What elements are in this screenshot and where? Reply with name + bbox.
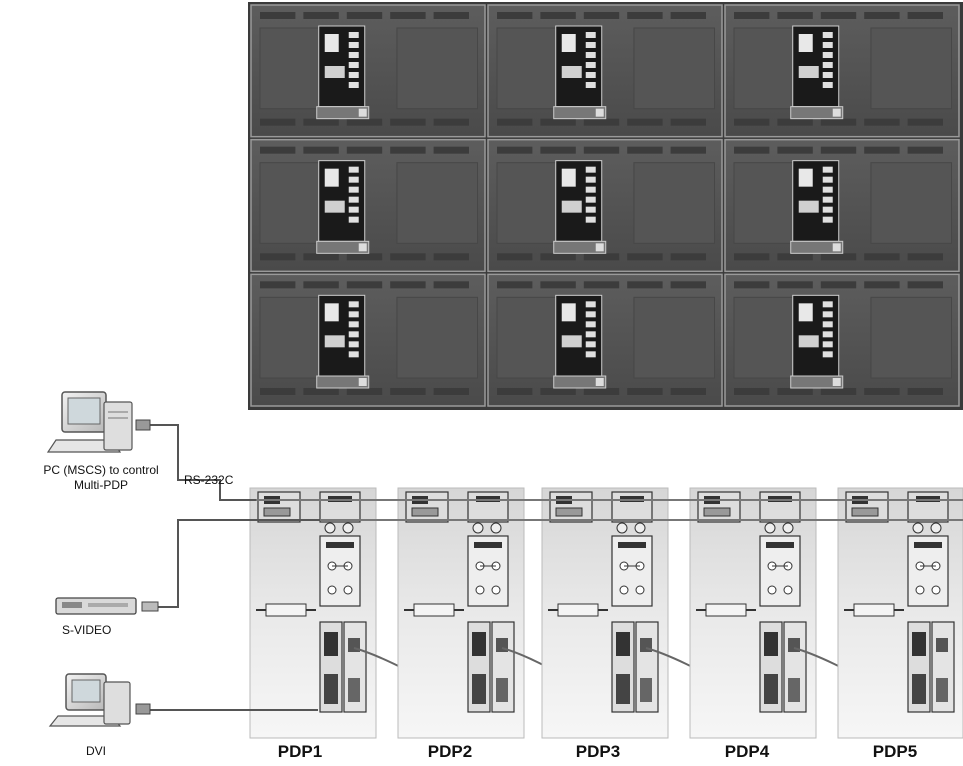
pdp-rear-panel <box>397 487 621 739</box>
wall-panel <box>724 273 960 407</box>
pdp-label-5: PDP5 <box>872 742 918 761</box>
wall-panel <box>724 138 960 273</box>
rs232c-cable <box>150 424 256 501</box>
dvi-label: DVI <box>86 744 107 758</box>
wall-panel <box>487 4 723 138</box>
pdp-label-2: PDP2 <box>427 742 473 761</box>
svideo-cable <box>158 519 320 608</box>
pdp-rear-panel <box>689 487 917 739</box>
wall-panel <box>250 273 486 407</box>
pdp-label-1: PDP1 <box>277 742 323 761</box>
wall-panel <box>250 138 486 273</box>
pdp-label-3: PDP3 <box>575 742 621 761</box>
video-wall-panels <box>250 4 960 407</box>
rs232c-label: RS-232C <box>184 473 234 487</box>
svideo-device-icon <box>55 597 159 615</box>
pc-label: PC (MSCS) to control Multi-PDP <box>43 463 159 492</box>
pdp-rear-panel <box>837 487 963 739</box>
dvi-pc-icon <box>48 673 151 727</box>
pc-mscs-icon <box>46 391 151 453</box>
pdp-rear-panel <box>249 487 477 739</box>
pdp-rear-panels <box>249 487 963 739</box>
wall-panel <box>724 4 960 138</box>
wall-panel <box>250 4 486 138</box>
pdp-rear-panel <box>541 487 769 739</box>
pdp-label-4: PDP4 <box>724 742 770 761</box>
wall-panel <box>487 273 723 407</box>
cables <box>150 424 963 711</box>
svideo-label: S-VIDEO <box>62 623 112 637</box>
wall-panel <box>487 138 723 273</box>
